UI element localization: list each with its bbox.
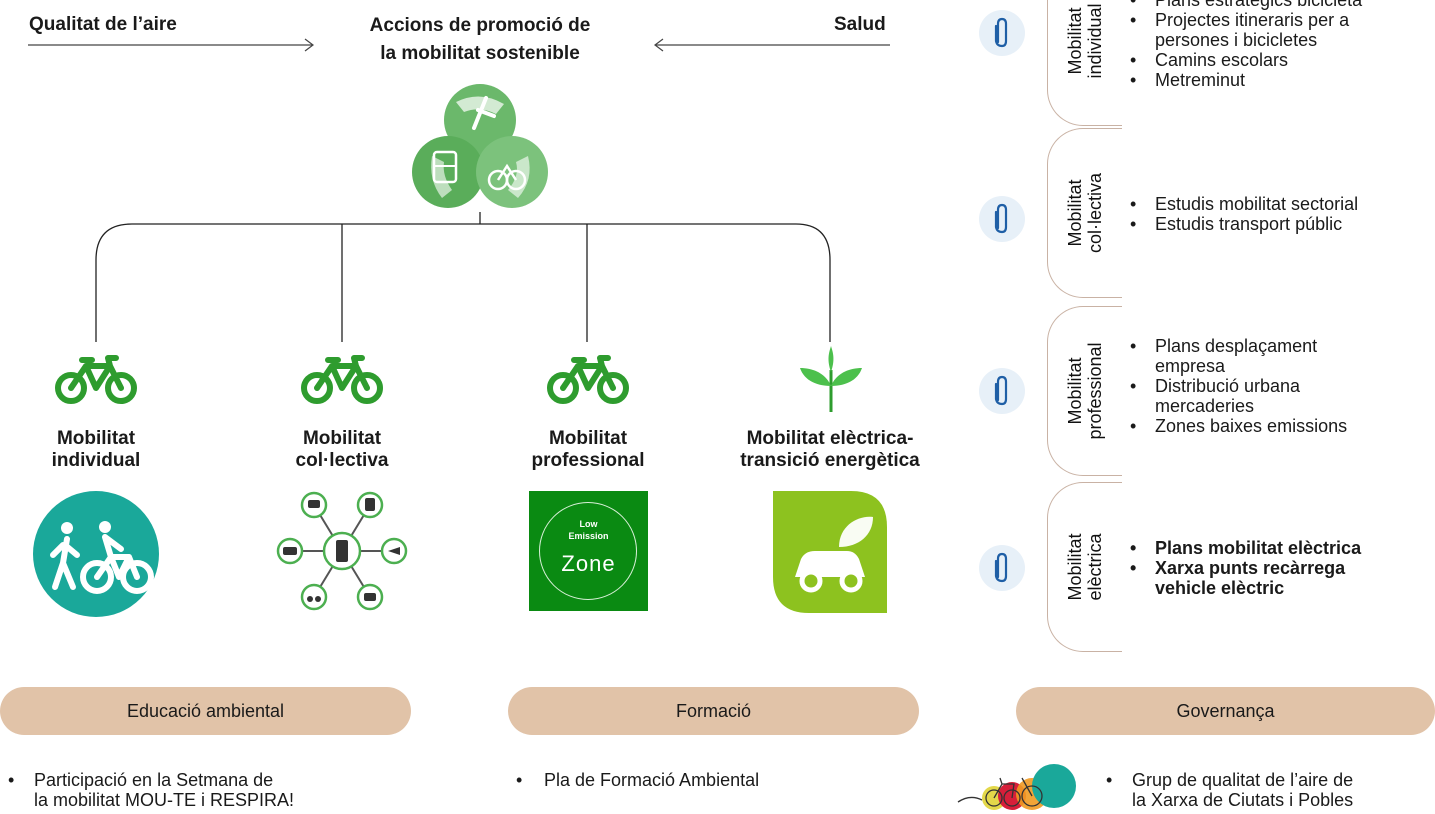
list-item-continuation: empresa	[1155, 356, 1226, 376]
list-professional: Plans desplaçament empresa Distribució u…	[1130, 336, 1347, 436]
tab-electrica[interactable]: Mobilitat elèctrica	[1047, 482, 1122, 652]
sustainable-mobility-logo	[412, 84, 548, 208]
list-item: Camins escolars	[1130, 50, 1362, 70]
list-item: Projectes itineraris per a	[1130, 10, 1362, 30]
arrow-left-icon	[654, 38, 890, 52]
category-label-individual: Mobilitat individual	[51, 428, 141, 471]
paperclip-button[interactable]	[979, 545, 1025, 591]
multimodal-transport-network	[276, 491, 408, 611]
zone-text-emission: Emission	[568, 531, 609, 541]
connector-tree	[95, 212, 831, 342]
bullet-governanca: • Grup de qualitat de l’aire de la Xarxa…	[1106, 770, 1354, 810]
bicycle-icon	[547, 355, 629, 404]
bullet-educacio: • Participació en la Setmana de la mobil…	[8, 770, 295, 810]
list-item: Zones baixes emissions	[1130, 416, 1347, 436]
list-item-continuation: persones i bicicletes	[1155, 30, 1318, 50]
pedestrian-cyclist-sign	[33, 491, 159, 617]
category-label-electrica: Mobilitat elèctrica- transició energètic…	[740, 428, 920, 471]
electric-car-leaf-icon	[773, 491, 887, 613]
paperclip-button[interactable]	[979, 368, 1025, 414]
category-label-professional: Mobilitat professional	[531, 428, 645, 471]
category-label-collectiva: Mobilitat col·lectiva	[295, 428, 389, 471]
page-title: Accions de promoció de la mobilitat sost…	[369, 15, 591, 64]
pill-educacio-ambiental: Educació ambiental	[0, 687, 411, 735]
tab-individual[interactable]: Mobilitat individual	[1047, 0, 1122, 126]
paperclip-icon	[994, 203, 1008, 234]
list-individual: Plans estratègics bicicleta Projectes it…	[1130, 0, 1362, 90]
paperclip-icon	[994, 552, 1008, 583]
header-right-label: Salud	[834, 14, 886, 35]
list-electrica: Plans mobilitat elèctrica Xarxa punts re…	[1130, 538, 1361, 598]
paperclip-icon	[994, 17, 1008, 48]
pill-formacio: Formació	[508, 687, 919, 735]
list-item: Distribució urbana	[1130, 376, 1347, 396]
list-item: Estudis mobilitat sectorial	[1130, 194, 1358, 214]
pill-governanca: Governança	[1016, 687, 1435, 735]
list-item: Plans mobilitat elèctrica	[1130, 538, 1361, 558]
zone-ring	[539, 502, 637, 600]
zone-text-zone: Zone	[561, 551, 616, 576]
paperclip-button[interactable]	[979, 196, 1025, 242]
paperclip-button[interactable]	[979, 10, 1025, 56]
list-item-continuation: vehicle elèctric	[1155, 578, 1285, 598]
arrow-right-icon	[28, 38, 314, 52]
paperclip-icon	[994, 375, 1008, 406]
tab-professional[interactable]: Mobilitat professional	[1047, 306, 1122, 476]
low-emission-zone-sign: Low Emission Zone	[529, 491, 648, 611]
list-item: Xarxa punts recàrrega	[1130, 558, 1361, 578]
xarxa-ciutats-logo	[957, 764, 1076, 810]
bicycle-icon	[301, 355, 383, 404]
bicycle-icon	[55, 355, 137, 404]
zone-text-low: Low	[579, 519, 598, 529]
list-item: Plans desplaçament	[1130, 336, 1347, 356]
list-item: Plans estratègics bicicleta	[1130, 0, 1362, 10]
header-left-label: Qualitat de l’aire	[29, 14, 177, 35]
list-item-continuation: mercaderies	[1155, 396, 1255, 416]
list-collectiva: Estudis mobilitat sectorial Estudis tran…	[1130, 194, 1358, 234]
tab-collectiva[interactable]: Mobilitat col·lectiva	[1047, 128, 1122, 298]
list-item: Metreminut	[1130, 70, 1362, 90]
bullet-formacio: • Pla de Formació Ambiental	[516, 770, 760, 790]
sprout-icon	[800, 346, 862, 412]
list-item: Estudis transport públic	[1130, 214, 1358, 234]
